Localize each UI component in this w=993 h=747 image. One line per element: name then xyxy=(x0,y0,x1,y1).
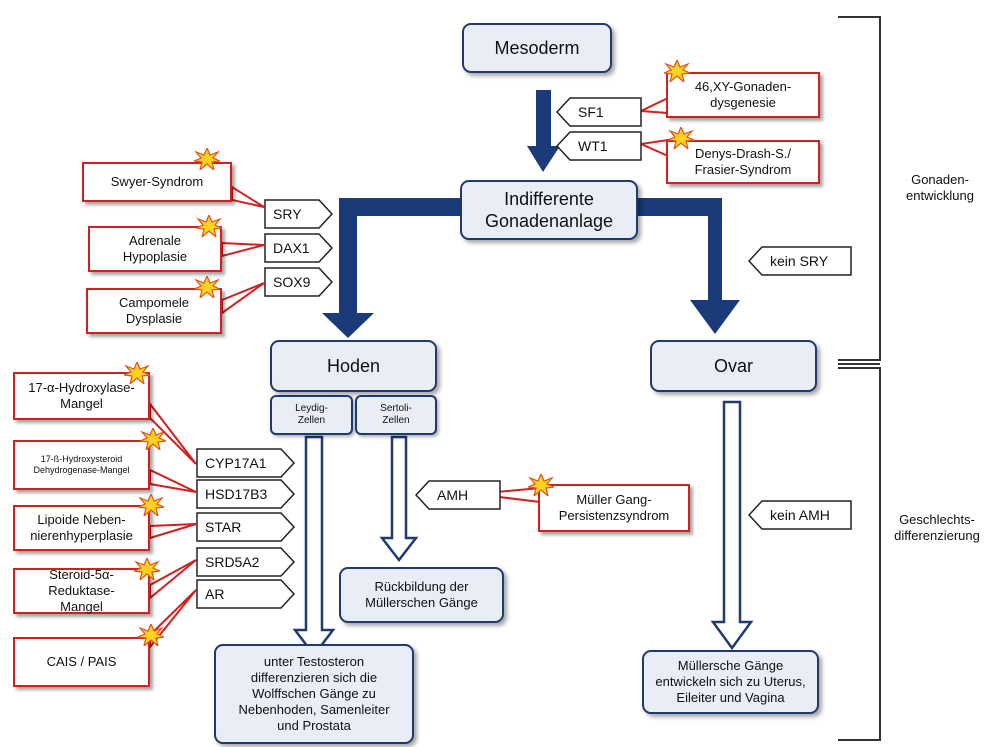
gene-sox9-label: SOX9 xyxy=(273,274,311,290)
arrow-sertoli-down xyxy=(379,435,419,563)
pentagon-shape xyxy=(415,480,501,510)
pentagon-shape xyxy=(196,448,296,478)
leydig-zellen-cell: Leydig-Zellen xyxy=(270,395,353,435)
gene-sox9: SOX9 xyxy=(264,267,334,297)
pentagon-shape xyxy=(196,579,296,609)
gene-cyp17a1: CYP17A1 xyxy=(196,448,296,478)
gene-cyp17a1-label: CYP17A1 xyxy=(205,455,267,471)
hoden-box: Hoden xyxy=(270,340,437,392)
gene-kein-sry: kein SRY xyxy=(748,246,852,276)
pentagon-shape xyxy=(556,97,642,127)
bracket-geschlechts xyxy=(838,367,881,741)
pentagon-shape xyxy=(748,246,852,276)
disease-adrenale-hypoplasie: Adrenale Hypoplasie xyxy=(88,226,222,272)
red-connectors xyxy=(149,96,669,650)
arrow-ovar-shaft xyxy=(638,198,722,303)
sertoli-zellen-cell: Sertoli-Zellen xyxy=(355,395,437,435)
gene-srd5a2-label: SRD5A2 xyxy=(205,554,260,570)
section-label-gonaden: Gonaden-entwicklung xyxy=(906,172,974,203)
gene-sry: SRY xyxy=(264,199,334,229)
gene-dax1: DAX1 xyxy=(264,233,334,263)
arrow-leydig-down xyxy=(292,435,336,658)
gene-amh-label: AMH xyxy=(437,487,469,503)
pentagon-shape xyxy=(264,233,334,263)
disease-hydroxysteroid: 17-ß-Hydroxysteroid Dehydrogenase-Mangel xyxy=(13,440,150,490)
disease-swyer: Swyer-Syndrom xyxy=(82,162,232,202)
brackets xyxy=(838,16,881,741)
pentagon-shape xyxy=(264,267,334,297)
pentagon-shape xyxy=(264,199,334,229)
gene-ar-label: AR xyxy=(205,586,225,602)
gene-sry-label: SRY xyxy=(273,206,302,222)
arrow-hoden-shaft xyxy=(339,198,460,315)
indifferente-gonadenanlage-box: Indifferente Gonadenanlage xyxy=(460,180,638,240)
disease-mueller-gang: Müller Gang-Persistenzsyndrom xyxy=(538,484,690,532)
mesoderm-box: Mesoderm xyxy=(462,23,612,73)
arrow-mesoderm-head xyxy=(527,146,560,172)
burst-star-icon xyxy=(668,127,694,149)
disease-reduktase: Steroid-5α-Reduktase-Mangel xyxy=(13,567,150,614)
burst-star-icon xyxy=(194,148,220,170)
rueckbildung-box: Rückbildung der Müllerschen Gänge xyxy=(339,567,504,623)
disease-gonadendysgenesie: 46,XY-Gonaden-dysgenesie xyxy=(666,72,820,118)
burst-star-icon xyxy=(140,428,166,450)
hollow-arrows xyxy=(292,400,754,658)
disease-denys-drash: Denys-Drash-S./ Frasier-Syndrom xyxy=(666,140,820,184)
burst-star-icon xyxy=(138,624,164,646)
pentagon-shape xyxy=(196,547,296,577)
burst-star-icon xyxy=(194,276,220,298)
testosteron-box: unter Testosteron differenzieren sich di… xyxy=(214,644,414,744)
burst-star-icon xyxy=(196,215,222,237)
gene-amh: AMH xyxy=(415,480,501,510)
arrow-hoden-head xyxy=(322,313,374,338)
gene-wt1-label: WT1 xyxy=(578,138,608,154)
gene-sf1: SF1 xyxy=(556,97,642,127)
pentagon-shape xyxy=(196,479,296,509)
ovar-box: Ovar xyxy=(650,340,817,392)
disease-lipoide: Lipoide Neben-nierenhyperplasie xyxy=(13,505,150,551)
burst-star-icon xyxy=(134,558,160,580)
gene-srd5a2: SRD5A2 xyxy=(196,547,296,577)
arrow-ovar-head xyxy=(690,300,740,334)
bracket-gonaden xyxy=(838,16,881,361)
arrow-ovar-down xyxy=(710,400,754,651)
gene-star: STAR xyxy=(196,512,296,542)
burst-star-icon xyxy=(528,474,554,496)
burst-star-icon xyxy=(138,494,164,516)
gene-hsd17b3: HSD17B3 xyxy=(196,479,296,509)
gene-ar: AR xyxy=(196,579,296,609)
burst-star-icon xyxy=(664,60,690,82)
pentagon-shape xyxy=(748,500,852,530)
pentagon-shape xyxy=(196,512,296,542)
gene-wt1: WT1 xyxy=(556,131,642,161)
gene-sf1-label: SF1 xyxy=(578,104,604,120)
pentagon-shape xyxy=(556,131,642,161)
gene-kein-sry-label: kein SRY xyxy=(770,253,829,269)
disease-cais-pais: CAIS / PAIS xyxy=(13,637,150,687)
disease-campomele: Campomele Dysplasie xyxy=(86,288,222,334)
gene-star-label: STAR xyxy=(205,519,242,535)
gene-hsd17b3-label: HSD17B3 xyxy=(205,486,268,502)
section-label-geschlechts: Geschlechts-differenzierung xyxy=(894,512,980,543)
gene-kein-amh-label: kein AMH xyxy=(770,507,830,523)
arrow-mesoderm-shaft xyxy=(536,90,551,148)
disease-hydroxylase: 17-α-Hydroxylase-Mangel xyxy=(13,372,150,420)
gene-kein-amh: kein AMH xyxy=(748,500,852,530)
muellersche-gaenge-box: Müllersche Gänge entwickeln sich zu Uter… xyxy=(642,650,819,714)
gene-dax1-label: DAX1 xyxy=(273,240,310,256)
burst-star-icon xyxy=(124,362,150,384)
